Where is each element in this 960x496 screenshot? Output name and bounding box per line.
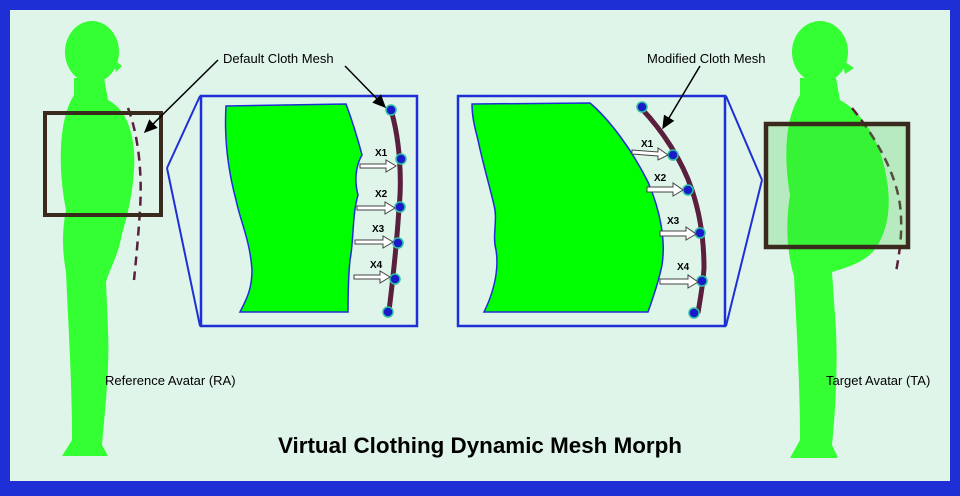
vertex-dot <box>694 227 706 239</box>
target-body-slice <box>471 102 664 313</box>
right-x1-label: X1 <box>641 139 654 150</box>
default-cloth-mesh-label: Default Cloth Mesh <box>223 51 334 66</box>
diagram-title: Virtual Clothing Dynamic Mesh Morph <box>278 433 682 458</box>
arrow-x3 <box>659 226 697 241</box>
arrow-x4 <box>659 274 699 289</box>
target-focus-box <box>763 121 911 250</box>
vertex-dot <box>382 306 394 318</box>
vertex-dot <box>389 273 401 285</box>
right-x3-label: X3 <box>667 216 680 227</box>
arrow-x1 <box>631 147 669 161</box>
zoom-line-top-right <box>725 95 763 181</box>
reference-focus-box <box>43 111 163 217</box>
left-x3-label: X3 <box>372 224 385 235</box>
zoom-line-bottom-left <box>166 167 201 327</box>
reference-body-slice <box>224 103 363 313</box>
arrow-x3 <box>354 235 394 249</box>
left-x2-label: X2 <box>375 189 388 200</box>
arrow-x2 <box>646 182 684 197</box>
default-cloth-curve-dashed <box>126 107 142 281</box>
zoom-line-bottom-right <box>725 179 763 327</box>
target-avatar-label: Target Avatar (TA) <box>826 373 930 388</box>
modified-mesh-vertices <box>636 101 708 319</box>
target-avatar-figure <box>786 21 889 458</box>
default-mesh-callout-to-avatar <box>143 59 219 134</box>
modified-cloth-line <box>639 106 707 314</box>
right-x2-label: X2 <box>654 173 667 184</box>
modified-displacement-arrows <box>631 147 699 289</box>
arrow-x2 <box>356 201 396 215</box>
left-x4-label: X4 <box>370 260 383 271</box>
modified-cloth-curve-dashed <box>851 107 903 273</box>
default-mesh-callout-to-panel <box>344 65 387 109</box>
arrow-x4 <box>353 270 391 284</box>
modified-cloth-mesh-label: Modified Cloth Mesh <box>647 51 766 66</box>
arrow-x1 <box>359 159 397 173</box>
vertex-dot <box>392 237 404 249</box>
default-mesh-vertices <box>382 104 407 318</box>
left-x1-label: X1 <box>375 148 388 159</box>
vertex-dot <box>696 275 708 287</box>
right-x4-label: X4 <box>677 262 690 273</box>
default-displacement-arrows <box>353 159 397 284</box>
zoom-line-top-left <box>166 95 201 169</box>
vertex-dot <box>667 149 679 161</box>
vertex-dot <box>395 153 407 165</box>
reference-avatar-label: Reference Avatar (RA) <box>105 373 236 388</box>
reference-avatar-figure <box>60 21 135 456</box>
vertex-dot <box>636 101 648 113</box>
vertex-dot <box>385 104 397 116</box>
vertex-dot <box>682 184 694 196</box>
vertex-dot <box>394 201 406 213</box>
modified-mesh-callout <box>662 65 701 130</box>
vertex-dot <box>688 307 700 319</box>
